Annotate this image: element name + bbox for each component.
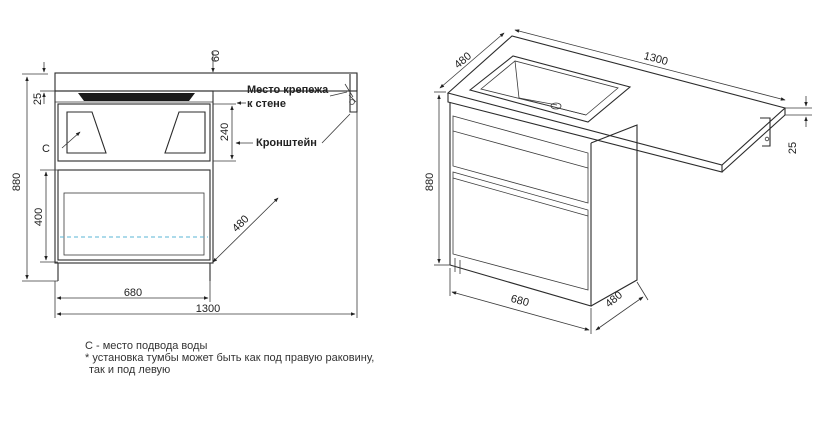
iso-drawer-top	[452, 131, 589, 204]
iso-dim-480-side	[595, 296, 644, 331]
iso-plinth	[454, 258, 461, 274]
dim-680-label: 680	[124, 287, 142, 299]
iso-dim-680	[451, 291, 590, 331]
bracket-label: Кронштейн	[256, 137, 317, 149]
iso-drawer-top-band	[452, 115, 589, 169]
note-line-3: так и под левую	[89, 364, 170, 376]
cutout-left	[66, 111, 107, 154]
iso-bracket-bolt	[764, 136, 770, 142]
dim-240-label: 240	[219, 123, 231, 141]
iso-dim-1300	[514, 29, 786, 101]
iso-countertop-top	[446, 35, 787, 166]
iso-view: 480 1300 25 880 680 480	[424, 29, 812, 334]
dim-400-label: 400	[33, 208, 45, 226]
iso-bracket	[760, 117, 771, 147]
iso-drawer-bottom	[452, 171, 589, 291]
bracket-leader	[321, 113, 351, 144]
mount-leader	[329, 91, 348, 97]
c-marker: С	[42, 143, 50, 155]
iso-ext-480-side	[636, 281, 649, 301]
dim-480-diag-label: 480	[230, 213, 251, 234]
front-view: С 880 25 400 60 240	[11, 50, 358, 318]
iso-dim-25-label: 25	[787, 142, 799, 154]
bracket-screw	[344, 83, 357, 103]
mount-label-1: Место крепежа	[247, 84, 329, 96]
iso-countertop-side	[721, 114, 786, 173]
note-line-2: * установка тумбы может быть как под пра…	[85, 352, 374, 364]
iso-sink-bottom	[518, 97, 558, 106]
iso-cabinet-side	[590, 124, 638, 307]
bottom-drawer-front	[57, 169, 211, 261]
iso-dim-1300-label: 1300	[642, 50, 669, 68]
bracket-front	[349, 74, 358, 113]
cutout-right	[164, 111, 206, 154]
iso-dim-480-top-label: 480	[452, 50, 474, 71]
iso-dim-480-top	[439, 32, 505, 89]
dim-height-label: 880	[11, 173, 23, 191]
dim-1300-label: 1300	[196, 303, 220, 315]
iso-countertop-front	[447, 93, 723, 173]
iso-drain	[550, 102, 562, 110]
top-drawer-front	[57, 103, 211, 162]
iso-dim-480-side-label: 480	[603, 289, 625, 310]
bottom-drawer-inner	[63, 192, 205, 256]
iso-sink-outer	[468, 55, 632, 123]
dim-25-label: 25	[32, 93, 44, 105]
iso-sink-depth	[514, 60, 587, 116]
dim-480-diag	[212, 197, 279, 263]
mount-label-2: к стене	[247, 98, 286, 110]
sink-basin-front	[78, 93, 195, 101]
iso-drawer-bottom-handle	[452, 177, 589, 217]
note-line-1: С - место подвода воды	[85, 340, 207, 352]
notes: С - место подвода воды * установка тумбы…	[85, 340, 374, 376]
cabinet-front	[54, 90, 214, 264]
iso-dim-680-label: 680	[509, 293, 530, 309]
iso-dim-880-label: 880	[424, 173, 436, 191]
dim-60-label: 60	[210, 50, 222, 62]
iso-cabinet-front	[449, 102, 592, 307]
bracket-bolt	[349, 99, 355, 105]
c-pointer	[61, 131, 81, 149]
